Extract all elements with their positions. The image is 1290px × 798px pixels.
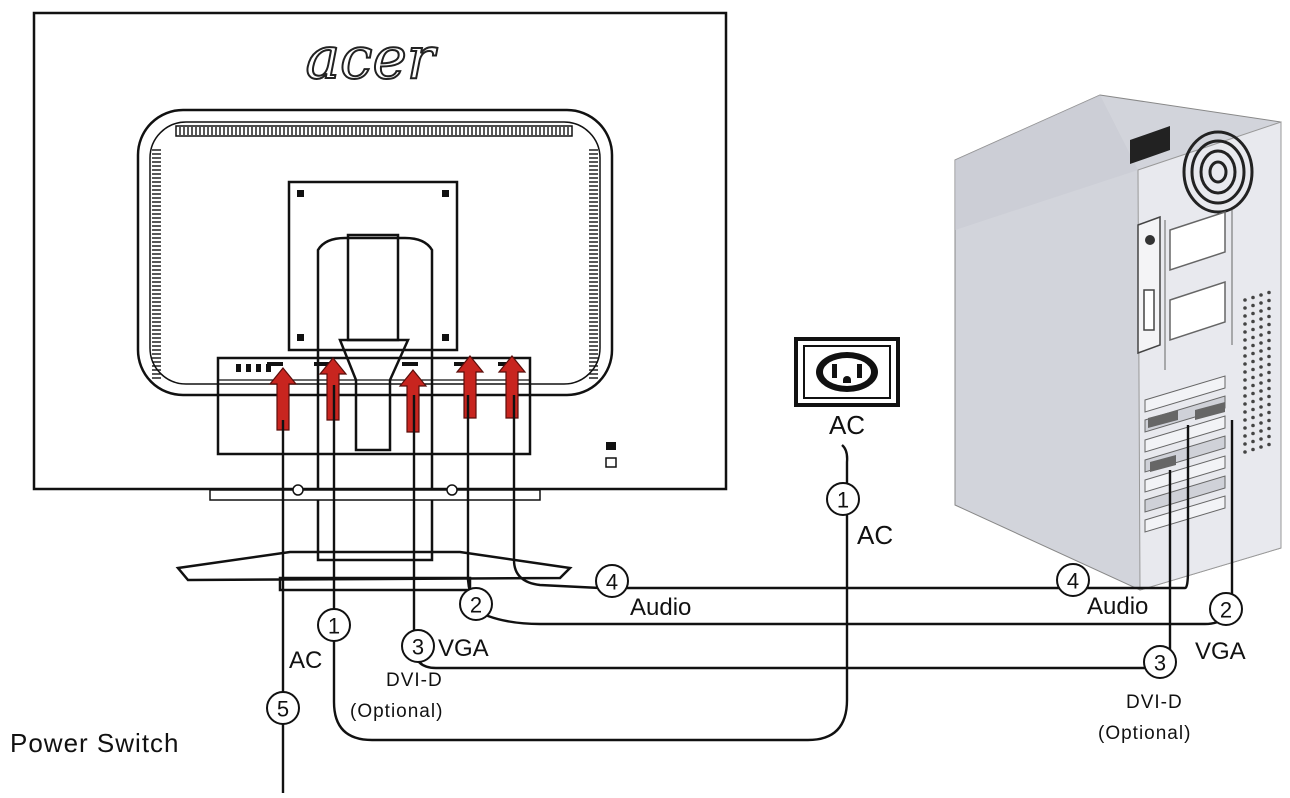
svg-text:2: 2 [470,593,482,618]
pc-fan [1182,130,1254,214]
callout-dvid-monitor: 3 [401,629,435,663]
pc-vent-holes [1243,290,1271,454]
svg-text:4: 4 [606,570,618,595]
pc-power-socket [1130,126,1170,164]
svg-text:2: 2 [1220,598,1232,623]
optional-pc-label: (Optional) [1098,723,1191,744]
outlet-icon [816,352,878,392]
dvid-monitor-label: DVI-D [386,670,443,691]
audio-monitor-label: Audio [630,594,691,621]
ac-outlet-cable-label: AC [857,520,893,550]
screw [292,484,304,496]
optional-monitor-label: (Optional) [350,701,443,722]
cable-clip [338,338,410,452]
connector-panel [216,356,532,456]
top-vent-slits [179,127,569,135]
callouts: 1 AC 4 Audio 2 3 VGA DVI-D (Optional) 1 … [10,482,1246,758]
vesa-hole [442,334,449,341]
stand-hinge [346,233,400,342]
pc-case [954,94,1282,591]
callout-vga-monitor: 2 [459,587,493,621]
callout-audio-monitor: 4 [595,564,629,598]
power-switch-label: Power Switch [10,728,180,758]
connector-arrow-icon [497,355,527,419]
svg-text:1: 1 [328,614,340,639]
monitor-back-panel-inner [149,121,601,385]
vesa-hole [297,190,304,197]
svg-text:3: 3 [412,635,424,660]
dvid-pc-label: DVI-D [1126,692,1183,713]
lock-icon [605,442,617,468]
audio-pc-label: Audio [1087,593,1148,620]
monitor: acer [32,11,728,592]
stand-base-foot [278,576,472,592]
callout-vga-pc: 2 [1209,592,1243,626]
svg-text:3: 3 [1154,651,1166,676]
outlet-label: AC [829,410,865,440]
svg-text:4: 4 [1067,569,1079,594]
ac-monitor-label: AC [289,647,322,674]
connector-arrow-icon [455,355,485,419]
callout-dvid-pc: 3 [1143,645,1177,679]
monitor-stand-neck [316,236,434,562]
vesa-hole [297,334,304,341]
callout-ac-outlet: 1 [826,482,860,516]
vesa-hole [442,190,449,197]
ac-outlet: AC [794,337,900,440]
svg-text:5: 5 [277,697,289,722]
vga-monitor-label: VGA [438,635,489,662]
top-vent [175,125,573,137]
acer-logo: acer [305,24,437,92]
callout-audio-pc: 4 [1056,563,1090,597]
vesa-mount-plate [287,180,459,352]
vga-pc-label: VGA [1195,638,1246,665]
ac-cable [332,385,849,742]
screw [446,484,458,496]
callout-ac-monitor: 1 [317,608,351,642]
side-vent-slits [152,149,598,379]
callout-power-switch: 5 [266,691,300,725]
monitor-outer-frame [32,11,728,491]
svg-text:1: 1 [837,488,849,513]
monitor-stand-base [175,550,573,582]
monitor-back-panel [136,108,614,397]
